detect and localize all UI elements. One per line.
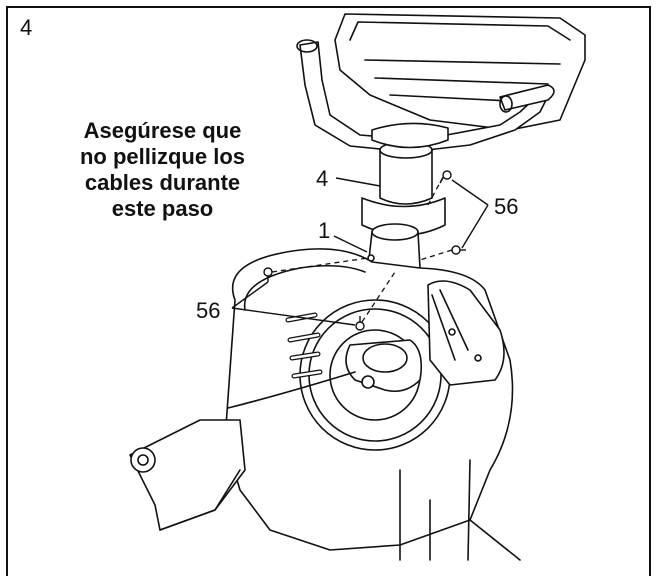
transport-wheel bbox=[130, 447, 156, 473]
step-number: 4 bbox=[20, 15, 33, 40]
callout-part-4: 4 bbox=[316, 166, 328, 191]
leader-56-right-a bbox=[451, 179, 489, 206]
bolt-56-upper-right bbox=[439, 170, 452, 184]
console bbox=[334, 13, 586, 131]
warning-line-2: no pellizque los bbox=[79, 144, 245, 169]
bottle-holder bbox=[427, 280, 505, 386]
dash-lower-left bbox=[361, 271, 396, 323]
callout-part-56-left: 56 bbox=[196, 298, 220, 323]
diagram-frame bbox=[6, 6, 651, 576]
cable bbox=[227, 371, 356, 409]
leader-part-4 bbox=[335, 177, 381, 187]
dash-left bbox=[271, 257, 369, 273]
dash-lower-right bbox=[419, 249, 453, 261]
bolt-56-lower-left bbox=[355, 316, 365, 331]
warning-note: Asegúrese que no pellizque los cables du… bbox=[40, 118, 285, 222]
leader-56-left-a bbox=[231, 281, 269, 309]
callout-part-1: 1 bbox=[318, 218, 330, 243]
warning-line-3: cables durante bbox=[84, 170, 241, 195]
upright-tube bbox=[379, 149, 433, 205]
bolt-56-lower-right bbox=[451, 245, 466, 255]
leader-56-right-b bbox=[461, 204, 489, 249]
leader-56-left-b bbox=[231, 307, 356, 326]
warning-line-1: Asegúrese que bbox=[83, 118, 242, 143]
callout-part-56-right: 56 bbox=[494, 194, 518, 219]
warning-line-4: este paso bbox=[111, 196, 214, 221]
front-stabilizer bbox=[129, 419, 246, 531]
leader-part-1 bbox=[333, 235, 368, 253]
